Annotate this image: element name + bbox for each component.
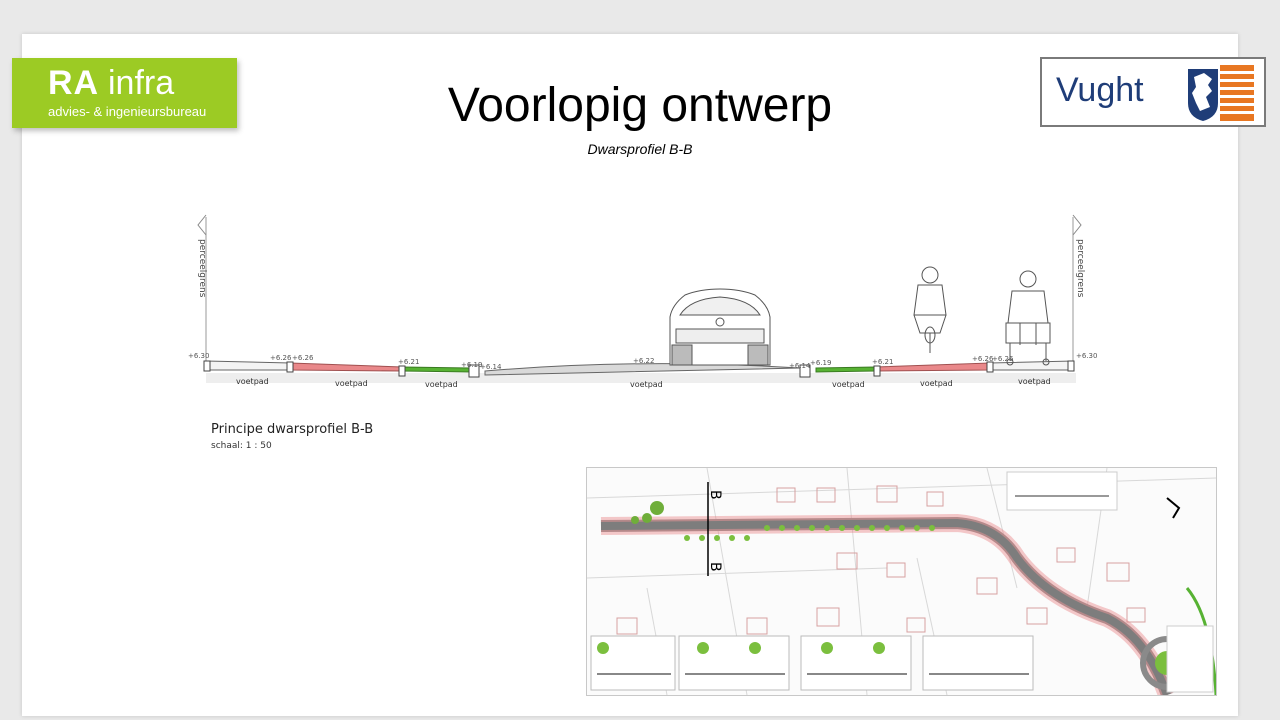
ra-logo-text: RA	[48, 64, 100, 102]
sidewalk-left	[205, 360, 291, 371]
curb	[1067, 360, 1075, 372]
elevation-label: +6.19	[461, 361, 482, 369]
elevation-label: +6.21	[872, 358, 893, 366]
curb	[203, 360, 211, 372]
segment-label: voetpad	[236, 377, 269, 386]
segment-label: voetpad	[832, 380, 865, 389]
elevation-label: +6.21	[398, 358, 419, 366]
elevation-label: +6.26	[972, 355, 994, 363]
car-icon	[669, 288, 771, 366]
elevation-label: +6.14	[480, 363, 502, 371]
ra-logo-subtitle: advies- & ingenieursbureau	[48, 104, 207, 119]
elevation-label: +6.26	[292, 354, 314, 362]
carriageway	[484, 363, 801, 376]
site-plan-drawing: B B	[587, 468, 1216, 695]
boundary-arrow-left-icon	[197, 214, 207, 236]
elevation-label: +6.26	[270, 354, 292, 362]
segment-label: voetpad	[425, 380, 458, 389]
pedestrian-walker-icon	[1005, 270, 1051, 366]
boundary-arrow-right-icon	[1072, 214, 1082, 236]
vught-logo-text: Vught	[1056, 71, 1144, 109]
section-scale: schaal: 1 : 50	[211, 441, 272, 451]
curb	[986, 361, 994, 373]
north-arrow-icon	[1166, 497, 1181, 519]
section-caption: Principe dwarsprofiel B-B	[211, 422, 374, 437]
curb	[468, 364, 480, 378]
cyclist-icon	[913, 266, 947, 353]
ra-logo-infra-text: infra	[108, 64, 175, 102]
section-marker-bottom: B	[707, 562, 723, 572]
page-subtitle: Dwarsprofiel B-B	[587, 141, 693, 157]
elevation-label: +6.19	[810, 359, 831, 367]
segment-label: voetpad	[335, 379, 368, 388]
cycle-path-left	[289, 362, 403, 372]
vught-crest-icon	[1188, 65, 1254, 121]
green-strip-right	[815, 366, 876, 373]
green-strip-left	[401, 366, 471, 373]
curb	[799, 364, 811, 378]
boundary-label-right: perceelgrens	[1075, 239, 1085, 298]
segment-label: voetpad	[1018, 377, 1051, 386]
site-plan-map: B B	[586, 467, 1217, 696]
boundary-label-left: perceelgrens	[197, 239, 207, 298]
elevation-label: +6.30	[1076, 352, 1097, 360]
elevation-label: +6.30	[188, 352, 209, 360]
curb	[398, 365, 406, 377]
cross-section-drawing: perceelgrens perceelgrens	[188, 214, 1097, 389]
vught-logo: Vught	[1040, 57, 1266, 127]
ground-shadow	[206, 373, 1076, 383]
elevation-label: +6.14	[789, 362, 811, 370]
ra-infra-logo: RA infra advies- & ingenieursbureau	[12, 58, 237, 128]
segment-label: voetpad	[920, 379, 953, 388]
curb	[873, 365, 881, 377]
elevation-label: +6.22	[633, 357, 654, 365]
segment-label: voetpad	[630, 380, 663, 389]
section-marker-top: B	[707, 490, 723, 500]
elevation-label: +6.26	[992, 355, 1014, 363]
curb	[286, 361, 294, 373]
page-title: Voorlopig ontwerp	[447, 79, 833, 132]
